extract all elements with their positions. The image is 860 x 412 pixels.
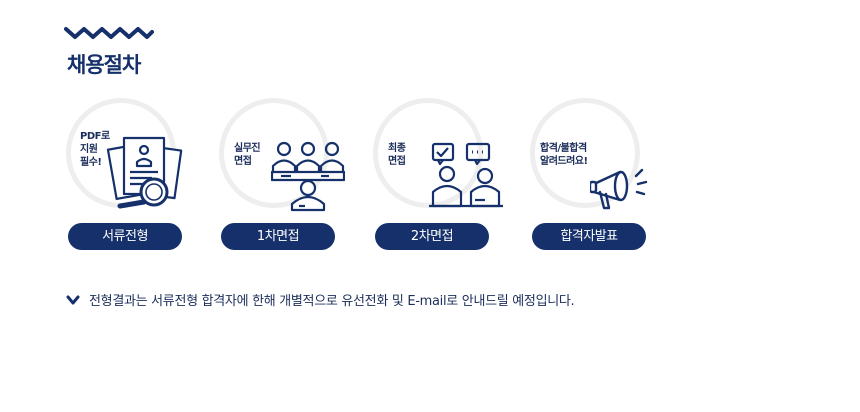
step-caption: 실무진 면접 <box>234 143 261 167</box>
megaphone-icon <box>590 168 648 210</box>
step-caption: 합격/불합격 알려드려요! <box>540 143 588 167</box>
zigzag-decoration-icon <box>64 27 154 39</box>
final-interview-icon <box>429 142 503 208</box>
step-label: 2차면접 <box>375 223 489 250</box>
step-first-interview: 실무진 면접 1차면접 <box>219 98 345 252</box>
step-caption: PDF로 지원 필수! <box>80 131 110 168</box>
section-title: 채용절차 <box>67 53 141 77</box>
chevron-down-icon <box>66 295 80 304</box>
step-caption: 최종 면접 <box>388 143 406 167</box>
step-final-interview: 최종 면접 2차면접 <box>373 98 503 252</box>
step-document-screening: PDF로 지원 필수! 서류전형 <box>66 98 184 252</box>
step-circle <box>373 98 483 208</box>
step-label: 1차면접 <box>221 223 335 250</box>
step-label: 서류전형 <box>68 223 182 250</box>
notice-text: 전형결과는 서류전형 합격자에 한해 개별적으로 유선전화 및 E-mail로 … <box>89 294 575 309</box>
step-result-announcement: 합격/불합격 알려드려요! 합격자발표 <box>530 98 648 252</box>
panel-interview-icon <box>271 141 345 212</box>
notice: 전형결과는 서류전형 합격자에 한해 개별적으로 유선전화 및 E-mail로 … <box>66 290 575 309</box>
document-search-icon <box>106 136 183 209</box>
step-label: 합격자발표 <box>532 223 646 250</box>
